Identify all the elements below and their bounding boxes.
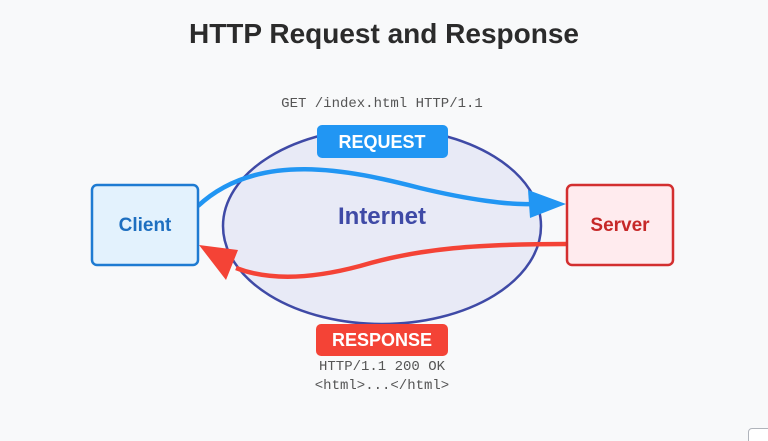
response-badge: [316, 324, 448, 356]
response-arrowhead: [199, 245, 238, 280]
request-line-text: GET /index.html HTTP/1.1: [281, 96, 483, 112]
client-node: [90, 183, 200, 267]
request-arrow-path: [196, 167, 533, 208]
request-badge-label: REQUEST: [338, 132, 425, 152]
request-arrowhead: [528, 190, 566, 218]
corner-frame: [748, 428, 768, 441]
server-label: Server: [590, 215, 650, 236]
client-label: Client: [119, 215, 172, 236]
response-badge-label: RESPONSE: [332, 330, 432, 350]
response-arrow-path: [235, 241, 567, 279]
server-node: [565, 183, 675, 267]
internet-label: Internet: [338, 203, 426, 230]
diagram-title: HTTP Request and Response: [188, 18, 579, 49]
request-badge: [317, 125, 448, 158]
response-status-text: HTTP/1.1 200 OK: [319, 359, 446, 375]
response-body-text: <html>...</html>: [315, 378, 449, 394]
